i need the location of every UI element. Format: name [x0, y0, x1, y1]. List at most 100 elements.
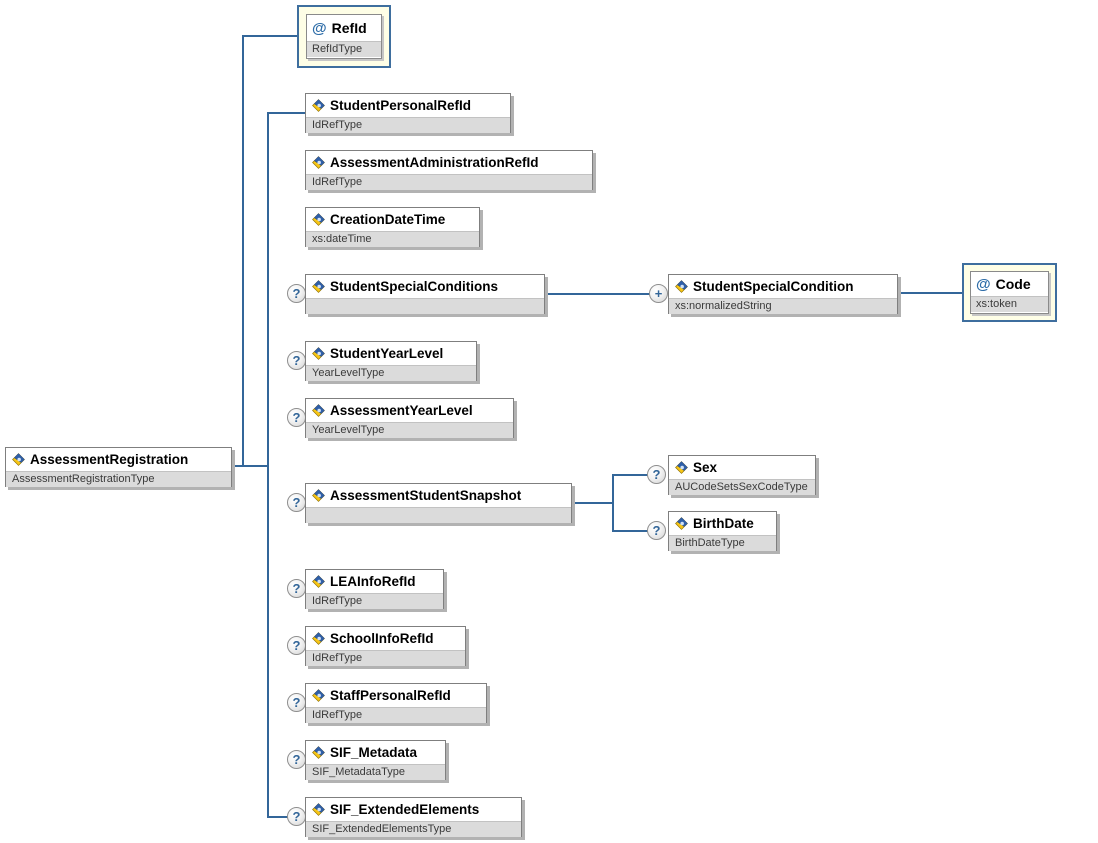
element-icon [312, 213, 325, 226]
attribute-at-icon: @ [976, 275, 991, 293]
element-icon [312, 489, 325, 502]
element-icon [312, 632, 325, 645]
element-type [306, 507, 571, 523]
element-name-row: AssessmentRegistration [6, 448, 231, 471]
attribute-name-row: @ RefId [307, 15, 381, 41]
attribute-code[interactable]: @ Code xs:token [962, 263, 1057, 322]
connector-line [242, 35, 297, 37]
connector-line [612, 474, 648, 476]
element-type: AssessmentRegistrationType [6, 471, 231, 487]
element-sex[interactable]: Sex AUCodeSetsSexCodeType [668, 455, 816, 495]
element-student-personal-refid[interactable]: StudentPersonalRefId IdRefType [305, 93, 511, 133]
element-birth-date[interactable]: BirthDate BirthDateType [668, 511, 777, 551]
attribute-refid[interactable]: @ RefId RefIdType [297, 5, 391, 68]
element-student-year-level[interactable]: StudentYearLevel YearLevelType [305, 341, 477, 381]
element-type: IdRefType [306, 117, 510, 133]
element-type: IdRefType [306, 650, 465, 666]
element-name: BirthDate [693, 516, 754, 531]
element-name: CreationDateTime [330, 212, 446, 227]
element-type: AUCodeSetsSexCodeType [669, 479, 815, 495]
element-name: AssessmentRegistration [30, 452, 189, 467]
element-type: xs:dateTime [306, 231, 479, 247]
connector-line [612, 474, 614, 532]
element-icon [312, 746, 325, 759]
optional-badge: ? [287, 351, 306, 370]
optional-badge: ? [647, 465, 666, 484]
element-sif-metadata[interactable]: SIF_Metadata SIF_MetadataType [305, 740, 446, 780]
element-name-row: SIF_ExtendedElements [306, 798, 521, 821]
element-icon [675, 461, 688, 474]
connector-line [572, 502, 613, 504]
element-type: IdRefType [306, 593, 443, 609]
connector-line [232, 465, 269, 467]
element-type: IdRefType [306, 707, 486, 723]
element-name-row: SIF_Metadata [306, 741, 445, 764]
attribute-name: Code [995, 276, 1031, 292]
optional-badge: ? [287, 807, 306, 826]
element-name-row: StudentPersonalRefId [306, 94, 510, 117]
element-icon [312, 404, 325, 417]
element-staff-personal-refid[interactable]: StaffPersonalRefId IdRefType [305, 683, 487, 723]
connector-line [267, 816, 288, 818]
element-name: AssessmentYearLevel [330, 403, 473, 418]
connector-line [545, 293, 651, 295]
connector-line [242, 35, 244, 467]
element-name-row: StudentSpecialConditions [306, 275, 544, 298]
element-name-row: StudentYearLevel [306, 342, 476, 365]
element-icon [675, 280, 688, 293]
repeats-badge: + [649, 284, 668, 303]
element-type [306, 298, 544, 314]
element-name-row: AssessmentAdministrationRefId [306, 151, 592, 174]
element-sif-extended-elements[interactable]: SIF_ExtendedElements SIF_ExtendedElement… [305, 797, 522, 837]
element-assessment-registration[interactable]: AssessmentRegistration AssessmentRegistr… [5, 447, 232, 487]
element-lea-info-refid[interactable]: LEAInfoRefId IdRefType [305, 569, 444, 609]
attribute-type: RefIdType [307, 41, 381, 57]
element-icon [675, 517, 688, 530]
element-name-row: BirthDate [669, 512, 776, 535]
element-name: AssessmentStudentSnapshot [330, 488, 522, 503]
element-name-row: AssessmentStudentSnapshot [306, 484, 571, 507]
element-name: SIF_Metadata [330, 745, 418, 760]
attribute-at-icon: @ [312, 19, 327, 37]
element-name: SIF_ExtendedElements [330, 802, 480, 817]
connector-line [267, 112, 269, 818]
element-icon [312, 280, 325, 293]
optional-badge: ? [287, 408, 306, 427]
element-name-row: Sex [669, 456, 815, 479]
attribute-type: xs:token [971, 296, 1048, 312]
element-student-special-conditions[interactable]: StudentSpecialConditions [305, 274, 545, 314]
connector-line [898, 292, 962, 294]
element-type: xs:normalizedString [669, 298, 897, 314]
element-name: StudentYearLevel [330, 346, 444, 361]
element-icon [312, 347, 325, 360]
element-school-info-refid[interactable]: SchoolInfoRefId IdRefType [305, 626, 466, 666]
connector-line [267, 112, 305, 114]
attribute-inner-box: @ Code xs:token [970, 271, 1049, 314]
element-name: StudentPersonalRefId [330, 98, 472, 113]
element-type: YearLevelType [306, 422, 513, 438]
element-creation-datetime[interactable]: CreationDateTime xs:dateTime [305, 207, 480, 247]
element-name: SchoolInfoRefId [330, 631, 434, 646]
element-assessment-student-snapshot[interactable]: AssessmentStudentSnapshot [305, 483, 572, 523]
element-type: SIF_MetadataType [306, 764, 445, 780]
element-assessment-year-level[interactable]: AssessmentYearLevel YearLevelType [305, 398, 514, 438]
element-student-special-condition[interactable]: StudentSpecialCondition xs:normalizedStr… [668, 274, 898, 314]
optional-badge: ? [287, 493, 306, 512]
optional-badge: ? [647, 521, 666, 540]
optional-badge: ? [287, 579, 306, 598]
optional-badge: ? [287, 693, 306, 712]
element-assessment-administration-refid[interactable]: AssessmentAdministrationRefId IdRefType [305, 150, 593, 190]
connector-line [612, 530, 648, 532]
attribute-inner-box: @ RefId RefIdType [306, 14, 382, 59]
element-icon [312, 575, 325, 588]
element-icon [312, 156, 325, 169]
element-type: IdRefType [306, 174, 592, 190]
element-name-row: StaffPersonalRefId [306, 684, 486, 707]
element-type: SIF_ExtendedElementsType [306, 821, 521, 837]
element-name: StudentSpecialCondition [693, 279, 854, 294]
element-name: Sex [693, 460, 718, 475]
element-name: StaffPersonalRefId [330, 688, 451, 703]
element-name: AssessmentAdministrationRefId [330, 155, 539, 170]
optional-badge: ? [287, 636, 306, 655]
